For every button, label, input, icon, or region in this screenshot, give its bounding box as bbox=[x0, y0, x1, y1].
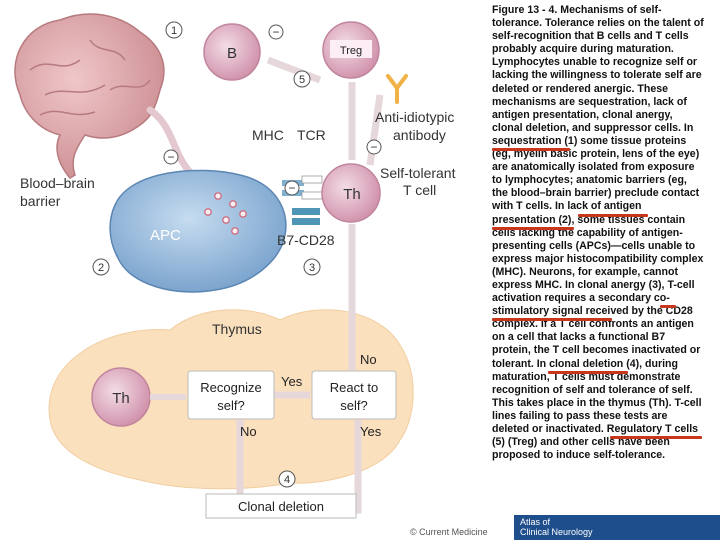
tcr-label: TCR bbox=[297, 127, 326, 143]
svg-text:5: 5 bbox=[299, 74, 305, 86]
caption-line: activation requires a secondary co- bbox=[492, 292, 670, 305]
caption-line: Lymphocytes unable to recognize self or bbox=[492, 56, 698, 69]
marker-3: 3 bbox=[303, 258, 321, 276]
th-top-label: Th bbox=[343, 186, 361, 203]
caption-line: proposed to induce self-tolerance. bbox=[492, 449, 666, 462]
underline-sequestration bbox=[492, 148, 570, 151]
underline-co bbox=[660, 305, 676, 308]
svg-text:1: 1 bbox=[171, 25, 177, 37]
caption-line: mechanisms are sequestration, lack of bbox=[492, 95, 687, 108]
b7-cd28-label: B7-CD28 bbox=[277, 232, 335, 248]
recognize-self-line1: Recognize bbox=[200, 380, 261, 395]
underline-lack-of-antigen bbox=[578, 214, 648, 217]
marker-4: 4 bbox=[278, 470, 296, 488]
minus-sign-4: − bbox=[284, 180, 300, 196]
minus-sign-2: − bbox=[366, 139, 382, 155]
svg-text:4: 4 bbox=[284, 474, 290, 486]
logo-line1: Atlas of bbox=[520, 517, 551, 527]
mhc-label: MHC bbox=[252, 127, 284, 143]
marker-5: 5 bbox=[293, 70, 311, 88]
no-right-label: No bbox=[360, 352, 377, 367]
anti-idiotypic-line1: Anti-idiotypic bbox=[375, 109, 454, 125]
svg-text:−: − bbox=[370, 140, 377, 154]
caption-line: antigen presentation, clonal anergy, bbox=[492, 108, 673, 121]
minus-sign-1: − bbox=[268, 24, 284, 40]
apc-label: APC bbox=[150, 227, 181, 244]
b-cell-label: B bbox=[227, 45, 237, 62]
clonal-deletion-box bbox=[205, 493, 357, 519]
clonal-deletion-label: Clonal deletion bbox=[238, 499, 324, 514]
caption-line: self-recognition that B cells and T cell… bbox=[492, 30, 689, 43]
caption-line: sequestration (1) some tissue proteins bbox=[492, 134, 687, 147]
caption-line: protein, the T cell becomes inactivated … bbox=[492, 344, 701, 357]
caption-line: lacking the willingness to tolerate self… bbox=[492, 69, 702, 82]
react-to-self-line1: React to bbox=[330, 380, 378, 395]
apc-antigen-dots bbox=[204, 192, 247, 235]
brain-illustration bbox=[14, 13, 165, 179]
svg-text:−: − bbox=[272, 25, 279, 39]
b-cell bbox=[203, 23, 261, 81]
caption-line: presenting cells (APCs)—cells unable to bbox=[492, 239, 696, 252]
caption-line: (5) (Treg) and other cells have been bbox=[492, 436, 670, 449]
caption-line: are anatomically isolated from exposure bbox=[492, 161, 695, 174]
yes-right-label: Yes bbox=[360, 424, 382, 439]
no-left-label: No bbox=[240, 424, 257, 439]
thymus-label: Thymus bbox=[212, 321, 262, 337]
th-cell-top bbox=[321, 163, 381, 223]
self-tolerant-line1: Self-tolerant bbox=[380, 165, 456, 181]
self-tolerant-line2: T cell bbox=[403, 182, 436, 198]
blood-brain-line1: Blood–brain bbox=[20, 175, 95, 191]
svg-text:−: − bbox=[288, 181, 295, 195]
caption-line: probably acquire during maturation. bbox=[492, 43, 674, 56]
anti-idiotypic-line2: antibody bbox=[393, 127, 446, 143]
caption-line: complex. If a T cell confronts an antige… bbox=[492, 318, 694, 331]
logo-line2: Clinical Neurology bbox=[520, 527, 593, 537]
recognize-self-line2: self? bbox=[217, 398, 244, 413]
self-tolerance-diagram: Th B Treg Recognize self? React to self?… bbox=[14, 13, 456, 519]
marker-1: 1 bbox=[165, 21, 183, 39]
caption-line: (eg, myelin basic protein, lens of the e… bbox=[492, 148, 700, 161]
figure-caption: Figure 13 - 4. Mechanisms of self-tolera… bbox=[492, 4, 716, 462]
apc-cell bbox=[109, 169, 287, 293]
treg-label: Treg bbox=[340, 45, 362, 57]
caption-line: stimulatory signal received by the CD28 bbox=[492, 305, 693, 318]
publisher-logo: Atlas of Clinical Neurology bbox=[514, 515, 720, 540]
caption-line: This takes place in the thymus (Th). T-c… bbox=[492, 396, 702, 409]
caption-line: deleted or rendered anergic. These bbox=[492, 82, 669, 95]
caption-line: (MHC). Neurons, for example, cannot bbox=[492, 265, 679, 278]
caption-line: to lymphocytes; anatomic barriers (eg, bbox=[492, 174, 687, 187]
caption-line: tolerance. Tolerance relies on the talen… bbox=[492, 17, 704, 30]
recognize-self-box bbox=[187, 370, 275, 420]
underline-clonal-deletion bbox=[548, 371, 628, 374]
caption-line: the blood–brain barrier) preclude contac… bbox=[492, 187, 700, 200]
caption-line: deleted or inactivated. Regulatory T cel… bbox=[492, 423, 699, 435]
th-thymus-label: Th bbox=[112, 390, 130, 407]
caption-line: recognition of self and tolerance of sel… bbox=[492, 383, 693, 396]
marker-2: 2 bbox=[92, 258, 110, 276]
svg-text:2: 2 bbox=[98, 262, 104, 274]
underline-stimulatory-signal bbox=[492, 318, 612, 321]
caption-line: tolerant. In clonal deletion (4), during bbox=[492, 357, 678, 370]
react-to-self-line2: self? bbox=[340, 398, 367, 413]
caption-line: on a cell that lacks a functional B7 bbox=[492, 331, 666, 344]
yes-mid-label: Yes bbox=[281, 374, 303, 389]
antibody-icon bbox=[386, 74, 408, 104]
react-to-self-box bbox=[311, 370, 397, 420]
caption-line: lines failing to pass these tests are bbox=[492, 409, 668, 422]
minus-sign-3: − bbox=[163, 149, 179, 165]
caption-line: with T cells. In lack of antigen bbox=[492, 200, 642, 213]
underline-presentation bbox=[492, 227, 574, 230]
svg-text:3: 3 bbox=[309, 262, 315, 274]
caption-line: express major histocompatibility complex bbox=[492, 252, 704, 265]
blood-brain-line2: barrier bbox=[20, 193, 61, 209]
caption-line: maturation, T cells must demonstrate bbox=[492, 370, 681, 383]
copyright-credit: © Current Medicine bbox=[410, 527, 488, 537]
caption-line: clonal deletion, and suppressor cells. I… bbox=[492, 121, 694, 134]
underline-regulatory bbox=[610, 436, 702, 439]
caption-line: Figure 13 - 4. Mechanisms of self- bbox=[492, 4, 662, 16]
caption-line: express MHC. In clonal anergy (3), T-cel… bbox=[492, 278, 695, 291]
svg-text:−: − bbox=[167, 150, 174, 164]
